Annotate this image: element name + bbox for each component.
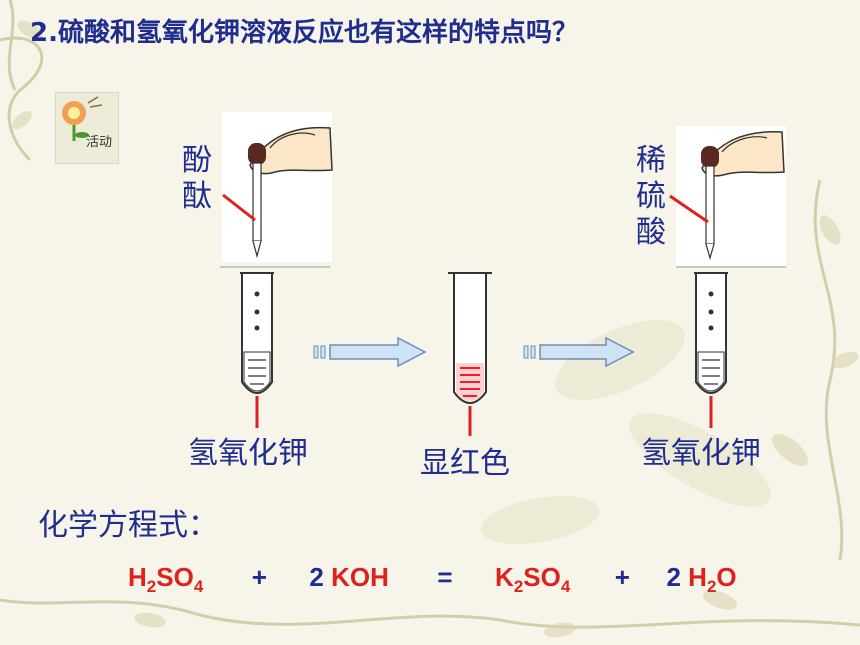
- formula-koh: KOH: [331, 562, 389, 592]
- activity-badge-label: 活动: [86, 135, 113, 150]
- title-number: 2.: [30, 18, 58, 48]
- h2o-coefficient: 2: [666, 562, 681, 592]
- formula-k2so4: K2SO4: [495, 562, 571, 597]
- title-text: 硫酸和氢氧化钾溶液反应也有这样的特点吗？: [57, 18, 578, 48]
- arrow-right-2: [523, 336, 635, 368]
- equals-sign: =: [437, 562, 453, 592]
- label-koh-left: 氢氧化钾: [188, 436, 308, 471]
- plus-sign-1: +: [251, 562, 267, 592]
- formula-h2so4: H2SO4: [128, 562, 204, 597]
- label-phenolphthalein: 酚酞: [182, 143, 212, 214]
- test-tube-middle: [448, 272, 492, 436]
- label-turns-red: 显红色: [420, 446, 510, 481]
- flower-icon: [62, 96, 103, 141]
- plus-sign-2: +: [614, 562, 630, 592]
- arrow-right-1: [313, 336, 427, 368]
- slide-title: 2.硫酸和氢氧化钾溶液反应也有这样的特点吗？: [30, 12, 578, 49]
- activity-badge: 活动: [55, 92, 119, 164]
- hand-dropper-left: [222, 112, 333, 262]
- koh-coefficient: 2: [309, 562, 324, 592]
- label-koh-right: 氢氧化钾: [641, 436, 761, 471]
- hand-dropper-right: [669, 126, 786, 266]
- test-tube-left: [220, 266, 330, 428]
- label-dilute-sulfuric-acid: 稀硫酸: [636, 143, 666, 250]
- formula-h2o: H2O: [688, 562, 737, 597]
- test-tube-right: [676, 266, 786, 428]
- equation-heading: 化学方程式：: [38, 508, 218, 543]
- chemical-equation: H2SO4 + 2 KOH = K2SO4 + 2 H2O: [128, 562, 737, 597]
